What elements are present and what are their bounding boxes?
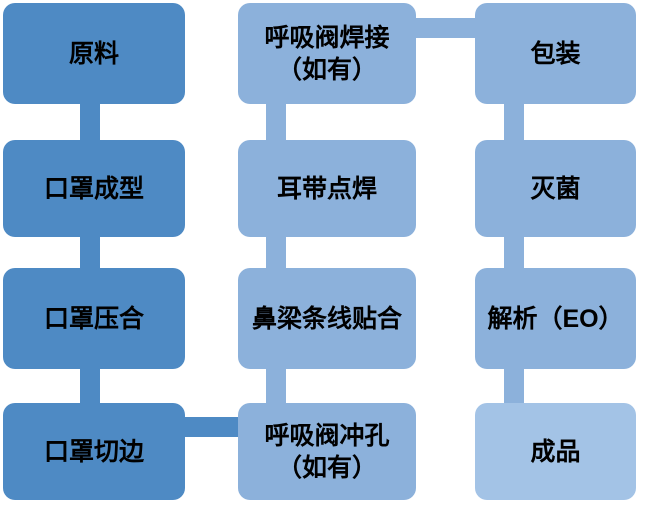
node-kouzhao-chengxing[interactable]: 口罩成型 (3, 140, 185, 237)
node-label: 耳带点焊 (276, 174, 377, 203)
node-label: 呼吸阀焊接 （如有） (264, 23, 390, 84)
connector-n10-n11 (504, 234, 524, 271)
connector-n9-n10 (504, 102, 524, 142)
connector-n4-n8 (182, 417, 242, 437)
node-label: 原料 (68, 39, 119, 68)
connector-n7-n6 (266, 234, 286, 271)
connector-n3-n4 (80, 367, 100, 406)
node-label: 成品 (530, 437, 581, 466)
node-baozhuang[interactable]: 包装 (475, 3, 636, 104)
node-label: 口罩切边 (43, 437, 144, 466)
node-label: 包装 (530, 39, 581, 68)
node-label: 口罩成型 (43, 174, 144, 203)
node-huxifa-chongkong[interactable]: 呼吸阀冲孔 （如有） (238, 403, 416, 500)
node-label: 解析（EO） (487, 304, 624, 333)
node-label: 口罩压合 (43, 304, 144, 333)
connector-n11-n12 (504, 367, 524, 406)
connector-n2-n3 (80, 234, 100, 271)
connector-n8-n7 (266, 367, 286, 406)
node-chengpin[interactable]: 成品 (475, 403, 636, 500)
connector-n6-n5 (266, 102, 286, 142)
node-miejun[interactable]: 灭菌 (475, 140, 636, 237)
node-label: 灭菌 (530, 174, 581, 203)
node-label: 呼吸阀冲孔 （如有） (264, 421, 390, 482)
node-jiexi-eo[interactable]: 解析（EO） (475, 268, 636, 369)
node-kouzhao-qiebian[interactable]: 口罩切边 (3, 403, 185, 500)
node-kouzhao-yahe[interactable]: 口罩压合 (3, 268, 185, 369)
node-huxifa-hanjie[interactable]: 呼吸阀焊接 （如有） (238, 3, 416, 104)
connector-n1-n2 (80, 102, 100, 142)
connector-n5-n9 (412, 18, 478, 38)
node-yuanliao[interactable]: 原料 (3, 3, 185, 104)
node-biliangtiaoxian-tiehe[interactable]: 鼻梁条线贴合 (238, 268, 416, 369)
node-erdai-dianhan[interactable]: 耳带点焊 (238, 140, 416, 237)
node-label: 鼻梁条线贴合 (251, 304, 402, 333)
